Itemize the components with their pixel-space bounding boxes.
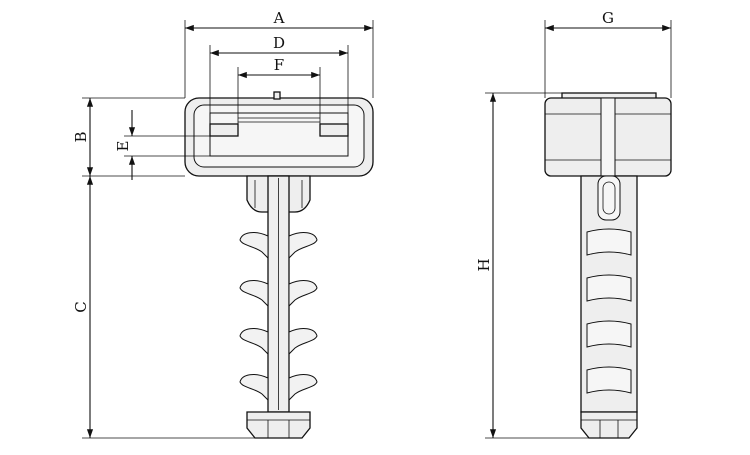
front-foot: [246, 411, 311, 439]
dimension-labels: A D F G B E C H: [72, 9, 614, 313]
front-slot-tab-right: [319, 123, 349, 137]
label-g: G: [602, 9, 614, 27]
side-foot: [580, 411, 638, 439]
label-d: D: [273, 34, 285, 52]
label-b: B: [72, 131, 90, 142]
label-c: C: [72, 301, 90, 312]
side-slot: [597, 175, 621, 221]
side-windows: [586, 228, 632, 394]
side-view: [544, 92, 672, 439]
label-e: E: [114, 141, 132, 152]
front-top-pin: [273, 91, 281, 100]
label-f: F: [274, 56, 284, 74]
side-head-rib: [600, 97, 616, 177]
label-a: A: [273, 9, 285, 27]
dimension-lines: [82, 20, 672, 439]
front-view: [184, 91, 374, 439]
front-slot-tab-left: [209, 123, 239, 137]
label-h: H: [475, 258, 493, 271]
front-fins: [239, 232, 318, 402]
